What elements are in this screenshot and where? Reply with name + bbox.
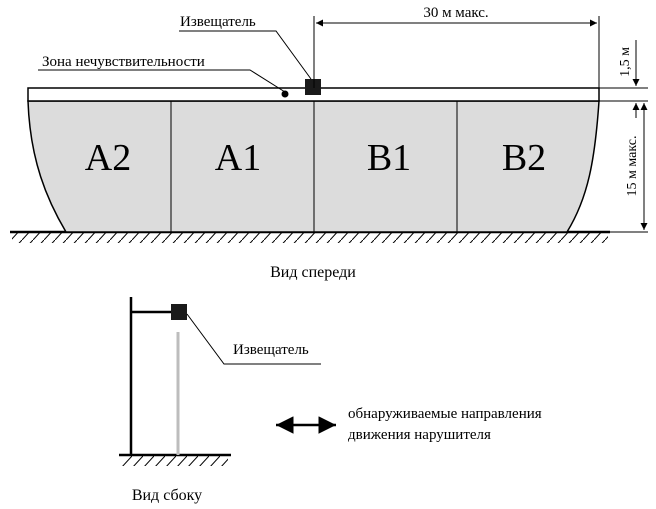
- side-ground: [119, 453, 231, 466]
- zone-label-b1: B1: [367, 137, 411, 179]
- detector-leader-line: [179, 30, 312, 80]
- zone-label-a1: A1: [215, 137, 261, 179]
- height-label: 15 м макс.: [625, 135, 640, 196]
- dead-zone-dot-icon: [281, 90, 289, 98]
- front-detector-icon: [305, 79, 321, 95]
- height-top-label: 1,5 м: [618, 47, 633, 77]
- distance-label: 30 м макс.: [423, 5, 488, 21]
- dead-zone-leader-line: [38, 69, 286, 93]
- zone-label-b2: B2: [502, 137, 546, 179]
- distance-dimension: [313, 16, 600, 88]
- dead-zone-label: Зона нечувствительности: [42, 54, 205, 70]
- legend-text-line2: движения нарушителя: [348, 427, 491, 443]
- side-detector-label: Извещатель: [233, 342, 309, 358]
- side-detector-leader-line: [186, 313, 321, 365]
- legend-text-line1: обнаруживаемые направления: [348, 406, 542, 422]
- front-view-caption: Вид спереди: [270, 264, 356, 281]
- side-detector-icon: [171, 304, 187, 320]
- side-view-caption: Вид сбоку: [132, 487, 202, 504]
- front-ground: [10, 230, 610, 243]
- front-view: Извещатель Зона нечувствительности 30 м …: [10, 5, 648, 281]
- legend: обнаруживаемые направления движения нару…: [276, 406, 542, 443]
- zone-label-a2: A2: [85, 137, 131, 179]
- front-detector-label: Извещатель: [180, 14, 256, 30]
- side-view: Извещатель Вид сбоку: [119, 297, 321, 504]
